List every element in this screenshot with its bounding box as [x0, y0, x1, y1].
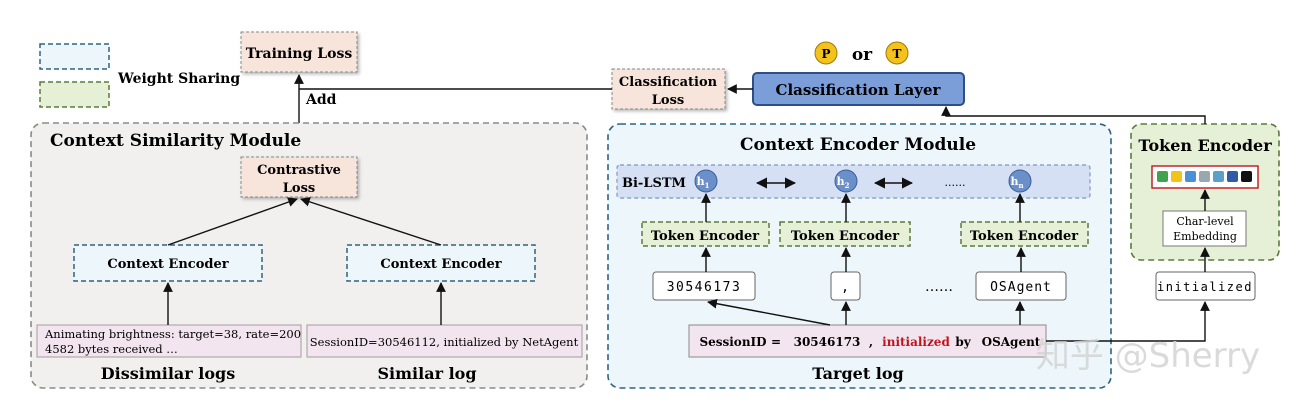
- hidden-state-2-base: h: [837, 175, 845, 188]
- training-loss-label: Training Loss: [246, 46, 353, 62]
- output-p: P: [821, 47, 830, 61]
- svg-text:hn: hn: [1010, 175, 1023, 190]
- target-log-part-6: OSAgent: [982, 335, 1041, 349]
- arrow-token-encoder-to-classification: [941, 106, 1206, 124]
- token-box-3: OSAgent: [975, 271, 1067, 301]
- token-encoder-1-label: Token Encoder: [651, 229, 759, 244]
- output-labels: P or T: [814, 41, 909, 65]
- context-encoder-module: Context Encoder Module Bi-LSTM h1 h2 hn …: [607, 123, 1112, 389]
- hidden-state-1-base: h: [697, 175, 705, 188]
- token-vector-cells: [1157, 171, 1252, 182]
- char-level-line1: Char-level: [1176, 215, 1234, 228]
- contrastive-loss-line1: Contrastive: [257, 163, 341, 178]
- hidden-state-n: hn: [1008, 169, 1032, 193]
- dissimilar-log-line2: 4582 bytes received …: [45, 342, 178, 356]
- output-or: or: [852, 45, 873, 65]
- similar-log-label: Similar log: [377, 364, 476, 383]
- hidden-state-n-base: h: [1010, 175, 1018, 188]
- token-box-1: 30546173: [652, 271, 756, 301]
- legend: Weight Sharing: [39, 43, 240, 108]
- token-encoder-2-label: Token Encoder: [791, 229, 899, 244]
- token-vector-cell: [1185, 171, 1196, 182]
- initialized-token-text: initialized: [1157, 280, 1253, 294]
- svg-text:h2: h2: [837, 175, 850, 190]
- token-vector-cell: [1171, 171, 1182, 182]
- training-loss-box: Training Loss: [240, 31, 358, 73]
- dissimilar-logs-label: Dissimilar logs: [101, 364, 235, 383]
- dissimilar-log-box: Animating brightness: target=38, rate=20…: [36, 324, 302, 358]
- arrow-right-encoder-to-loss: [300, 197, 442, 246]
- token-vector-cell: [1157, 171, 1168, 182]
- right-context-encoder: Context Encoder: [346, 244, 536, 282]
- token-encoder-1: Token Encoder: [641, 221, 770, 247]
- token-encoder-3-label: Token Encoder: [970, 229, 1078, 244]
- classification-layer-label: Classification Layer: [776, 81, 942, 99]
- token-1-text: 30546173: [667, 280, 742, 295]
- legend-weight-sharing: Weight Sharing: [117, 71, 240, 87]
- hidden-state-1: h1: [694, 169, 718, 193]
- hidden-state-2-sub: 2: [845, 181, 850, 190]
- similar-log-box: SessionID=30546112, initialized by NetAg…: [306, 324, 583, 358]
- context-similarity-title: Context Similarity Module: [50, 131, 301, 151]
- contrastive-loss-line2: Loss: [283, 181, 315, 196]
- contrastive-loss-box: Contrastive Loss: [240, 156, 358, 198]
- output-t: T: [893, 47, 902, 61]
- arrow-target-log-to-initialized: [1046, 301, 1210, 342]
- dissimilar-log-line1: Animating brightness: target=38, rate=20…: [44, 327, 301, 341]
- token-3-text: OSAgent: [990, 280, 1052, 295]
- hidden-state-1-sub: 1: [705, 181, 710, 190]
- context-encoder-title: Context Encoder Module: [740, 135, 976, 155]
- output-t-circle: [885, 41, 909, 65]
- target-log-part-3: ,: [869, 335, 873, 349]
- bilstm-label: Bi-LSTM: [622, 176, 686, 191]
- token-encoder-module: Token Encoder Char-level Embedding: [1130, 123, 1280, 261]
- hidden-state-n-sub: n: [1018, 181, 1023, 190]
- target-log-label: Target log: [812, 364, 903, 383]
- target-log-part-2: 30546173: [794, 335, 861, 349]
- left-context-encoder: Context Encoder: [73, 244, 263, 282]
- target-log-part-5: by: [955, 335, 971, 349]
- right-context-encoder-label: Context Encoder: [380, 257, 501, 272]
- target-log-part-4: initialized: [882, 335, 950, 349]
- context-similarity-module: Context Similarity Module Contrastive Lo…: [30, 122, 588, 389]
- legend-blue-swatch: [39, 43, 110, 70]
- target-log-part-1: =: [771, 335, 781, 349]
- arrow-left-encoder-to-loss: [167, 197, 298, 246]
- token-vector-cell: [1241, 171, 1252, 182]
- hidden-state-2: h2: [834, 169, 858, 193]
- token-vector-cell: [1213, 171, 1224, 182]
- classification-loss-line1: Classification: [619, 75, 718, 90]
- char-level-line2: Embedding: [1173, 230, 1237, 243]
- token-box-2: ,: [830, 271, 861, 301]
- token-encoder-3: Token Encoder: [960, 221, 1089, 247]
- watermark: 知乎 @Sherry: [1036, 336, 1260, 376]
- char-level-embedding-box: Char-level Embedding: [1162, 210, 1247, 247]
- classification-layer: Classification Layer: [752, 72, 965, 106]
- token-vector-cell: [1227, 171, 1238, 182]
- svg-text:h1: h1: [697, 175, 710, 190]
- token-2-text: ,: [841, 280, 849, 295]
- legend-green-swatch: [39, 81, 110, 108]
- token-encoder-2: Token Encoder: [779, 221, 911, 247]
- add-label: Add: [305, 92, 337, 108]
- arrow-log-to-token1: [707, 298, 831, 326]
- classification-loss-box: Classification Loss: [611, 68, 726, 110]
- target-log-part-0: SessionID: [699, 335, 766, 349]
- token-ellipsis: ……: [925, 279, 953, 295]
- initialized-token-box: initialized: [1155, 271, 1256, 301]
- left-context-encoder-label: Context Encoder: [107, 257, 228, 272]
- output-p-circle: [814, 41, 838, 65]
- hidden-ellipsis: ......: [945, 176, 966, 189]
- similar-log-text: SessionID=30546112, initialized by NetAg…: [310, 335, 579, 349]
- token-encoder-module-title: Token Encoder: [1138, 136, 1272, 155]
- classification-loss-line2: Loss: [652, 93, 684, 108]
- token-vector-cell: [1199, 171, 1210, 182]
- target-log-box: SessionID = 30546173 , initialized by OS…: [688, 324, 1047, 358]
